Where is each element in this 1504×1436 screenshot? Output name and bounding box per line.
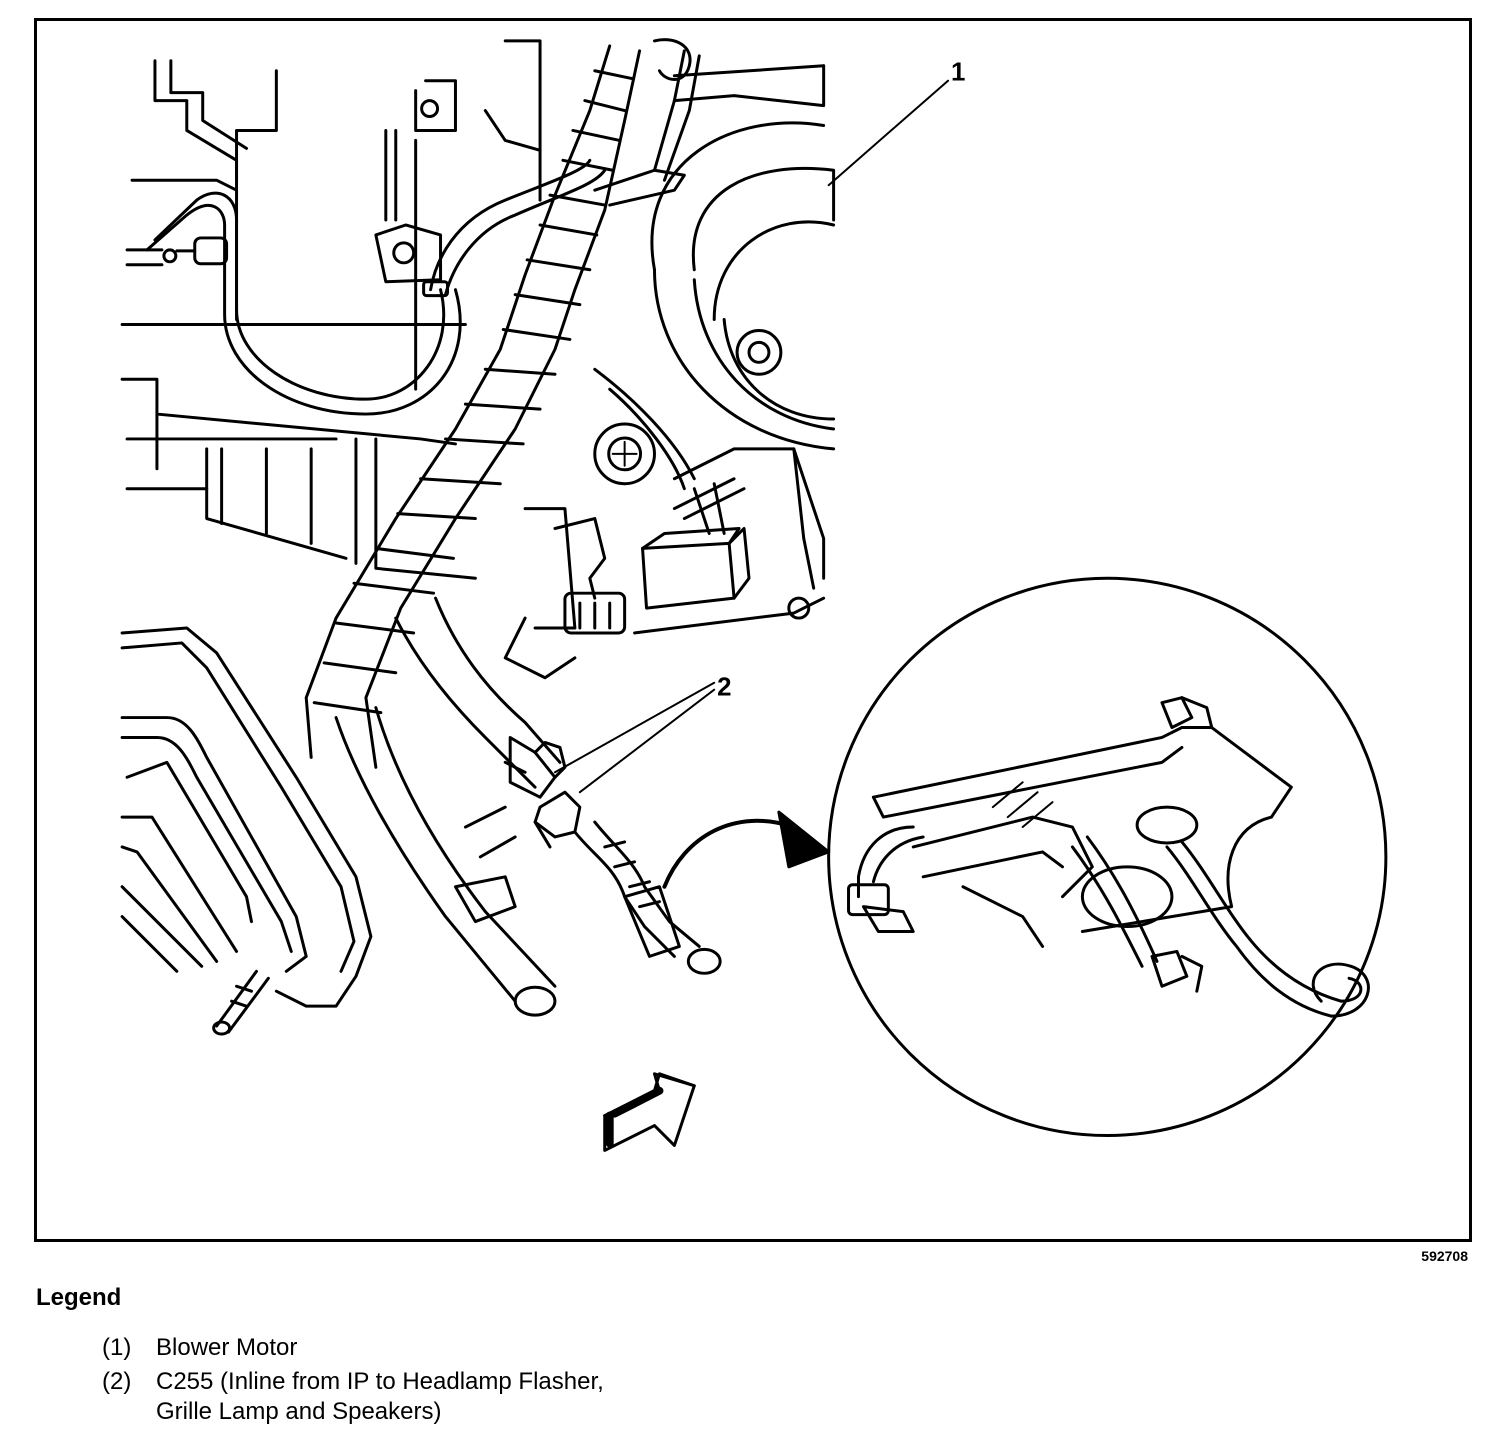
legend-item-text: Blower Motor [156,1334,298,1361]
legend-item: (1) Blower Motor [102,1333,604,1363]
branch-harness [334,596,562,1017]
diagram-illustration: 1 2 [120,38,1388,1152]
legend-list: (1) Blower Motor (2) C255 (Inline from I… [102,1333,604,1431]
c255-connector [503,735,722,975]
vacuum-lines [145,158,607,416]
callout-2: 2 [717,674,731,702]
callout-1: 1 [951,59,965,87]
callout-leaders [553,79,950,794]
figure-id: 592708 [1421,1248,1468,1264]
view-arrow [603,1072,696,1152]
hvac-housing [120,39,542,580]
legend-item-number: (1) [102,1334,132,1361]
inset-detail [827,576,1388,1138]
instrument-panel-section [120,626,373,1036]
blower-motor [593,64,836,635]
legend-item: (2) C255 (Inline from IP to Headlamp Fla… [102,1367,604,1427]
detail-arrow [662,810,831,889]
main-wiring-harness [304,38,701,769]
diagram-frame: 1 2 [34,18,1472,1242]
legend-item-text: C255 (Inline from IP to Headlamp Flasher… [156,1368,604,1425]
blower-resistor-connector [503,477,751,680]
legend-item-number: (2) [102,1368,132,1395]
legend-title: Legend [36,1284,122,1311]
